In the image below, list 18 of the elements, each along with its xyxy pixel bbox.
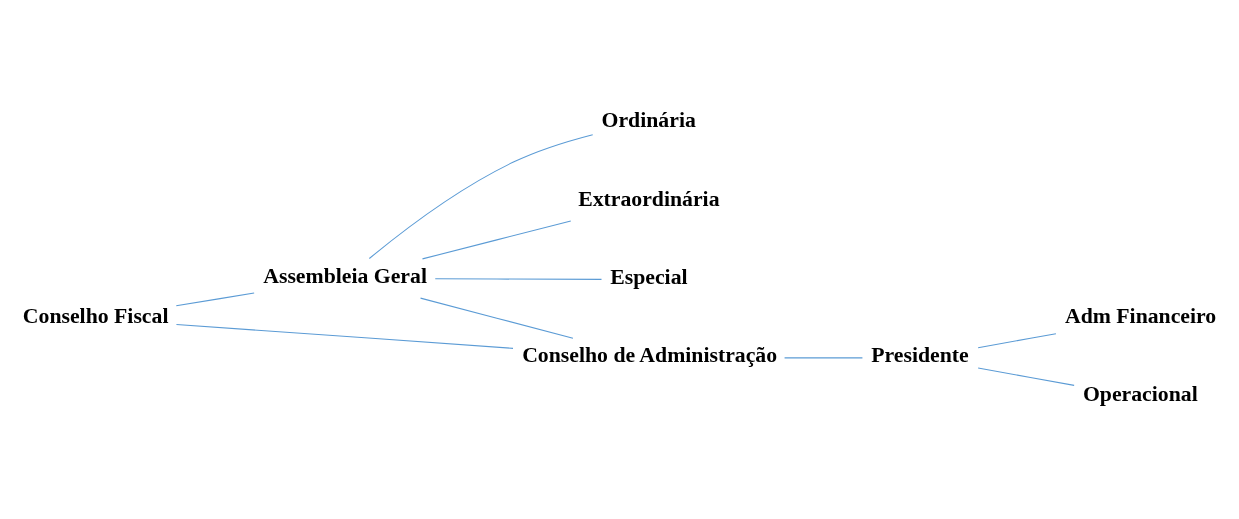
node-text: Operacional — [1082, 381, 1198, 406]
connector — [421, 219, 572, 259]
connector — [175, 292, 255, 306]
node-text: Presidente — [871, 342, 969, 367]
node-text: Especial — [610, 264, 688, 289]
connector — [175, 323, 514, 349]
connector — [977, 367, 1075, 386]
node-text: Adm Financeiro — [1064, 303, 1217, 328]
connector — [420, 297, 574, 339]
connector — [977, 332, 1057, 348]
connector — [784, 356, 863, 358]
node-text: Ordinária — [601, 107, 696, 132]
node-text: Conselho Fiscal — [22, 303, 169, 328]
node-text: Extraordinária — [578, 186, 720, 211]
connector — [434, 277, 603, 280]
node-text: Assembleia Geral — [263, 263, 427, 288]
node-text: Conselho de Administração — [522, 342, 778, 367]
connector — [368, 133, 594, 259]
